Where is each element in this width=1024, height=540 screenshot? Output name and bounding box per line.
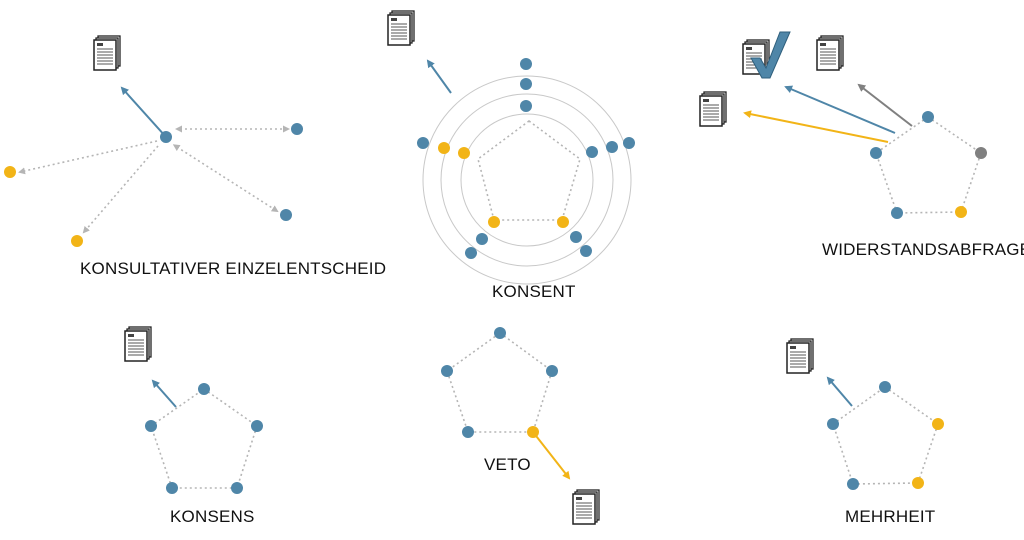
document-stack-icon [786, 338, 814, 374]
member-node [586, 146, 598, 158]
ring [440, 93, 614, 267]
group-pentagon [446, 332, 553, 433]
member-node [912, 477, 924, 489]
option-arrow [784, 85, 896, 134]
member-node [520, 100, 532, 112]
member-node [847, 478, 859, 490]
decision-arrow [826, 376, 853, 407]
ring [460, 113, 594, 247]
member-node [160, 131, 172, 143]
member-node [458, 147, 470, 159]
member-node [4, 166, 16, 178]
member-node [546, 365, 558, 377]
member-node [476, 233, 488, 245]
group-pentagon [477, 120, 581, 221]
member-node [462, 426, 474, 438]
member-node [465, 247, 477, 259]
member-node [570, 231, 582, 243]
ring [422, 75, 632, 285]
mehrheit-group [786, 338, 944, 490]
widerstand-group [699, 31, 987, 219]
document-stack-icon [699, 91, 727, 127]
label-widerstand: WIDERSTANDSABFRAGE [822, 240, 1024, 259]
konsens-group [124, 326, 263, 494]
member-node [520, 58, 532, 70]
label-veto: VETO [484, 455, 531, 474]
member-node [827, 418, 839, 430]
member-node [494, 327, 506, 339]
member-node [922, 111, 934, 123]
member-node [441, 365, 453, 377]
member-node [520, 78, 532, 90]
member-node [879, 381, 891, 393]
group-pentagon [150, 388, 258, 489]
member-node [291, 123, 303, 135]
label-konsent: KONSENT [492, 282, 576, 301]
veto-group [441, 327, 600, 525]
konsultativ-group [4, 35, 303, 247]
member-node [166, 482, 178, 494]
member-node [488, 216, 500, 228]
checkmark-icon [750, 31, 791, 79]
member-node [417, 137, 429, 149]
member-node [580, 245, 592, 257]
veto-arrow [532, 431, 571, 480]
decision-arrow [120, 86, 167, 138]
label-konsens: KONSENS [170, 507, 255, 526]
member-node [870, 147, 882, 159]
document-stack-icon [93, 35, 121, 71]
group-pentagon [832, 386, 939, 485]
document-stack-icon [816, 35, 844, 71]
member-node [145, 420, 157, 432]
member-node [955, 206, 967, 218]
member-node [557, 216, 569, 228]
consult-arrow [82, 145, 159, 234]
konsent-group [387, 10, 635, 285]
decision-arrow [151, 379, 177, 408]
label-konsultativ: KONSULTATIVER EINZELENTSCHEID [80, 259, 387, 278]
member-node [527, 426, 539, 438]
member-node [932, 418, 944, 430]
member-node [251, 420, 263, 432]
document-stack-icon [572, 489, 600, 525]
member-node [198, 383, 210, 395]
document-stack-icon [124, 326, 152, 362]
consult-arrow [18, 140, 158, 175]
document-stack-icon [387, 10, 415, 46]
label-mehrheit: MEHRHEIT [845, 507, 936, 526]
member-node [891, 207, 903, 219]
member-node [975, 147, 987, 159]
member-node [623, 137, 635, 149]
member-node [438, 142, 450, 154]
decision-arrow [426, 59, 452, 94]
member-node [231, 482, 243, 494]
member-node [280, 209, 292, 221]
member-node [606, 141, 618, 153]
option-arrow [743, 110, 889, 143]
member-node [71, 235, 83, 247]
option-arrow [857, 83, 913, 127]
consult-arrow [172, 144, 279, 213]
